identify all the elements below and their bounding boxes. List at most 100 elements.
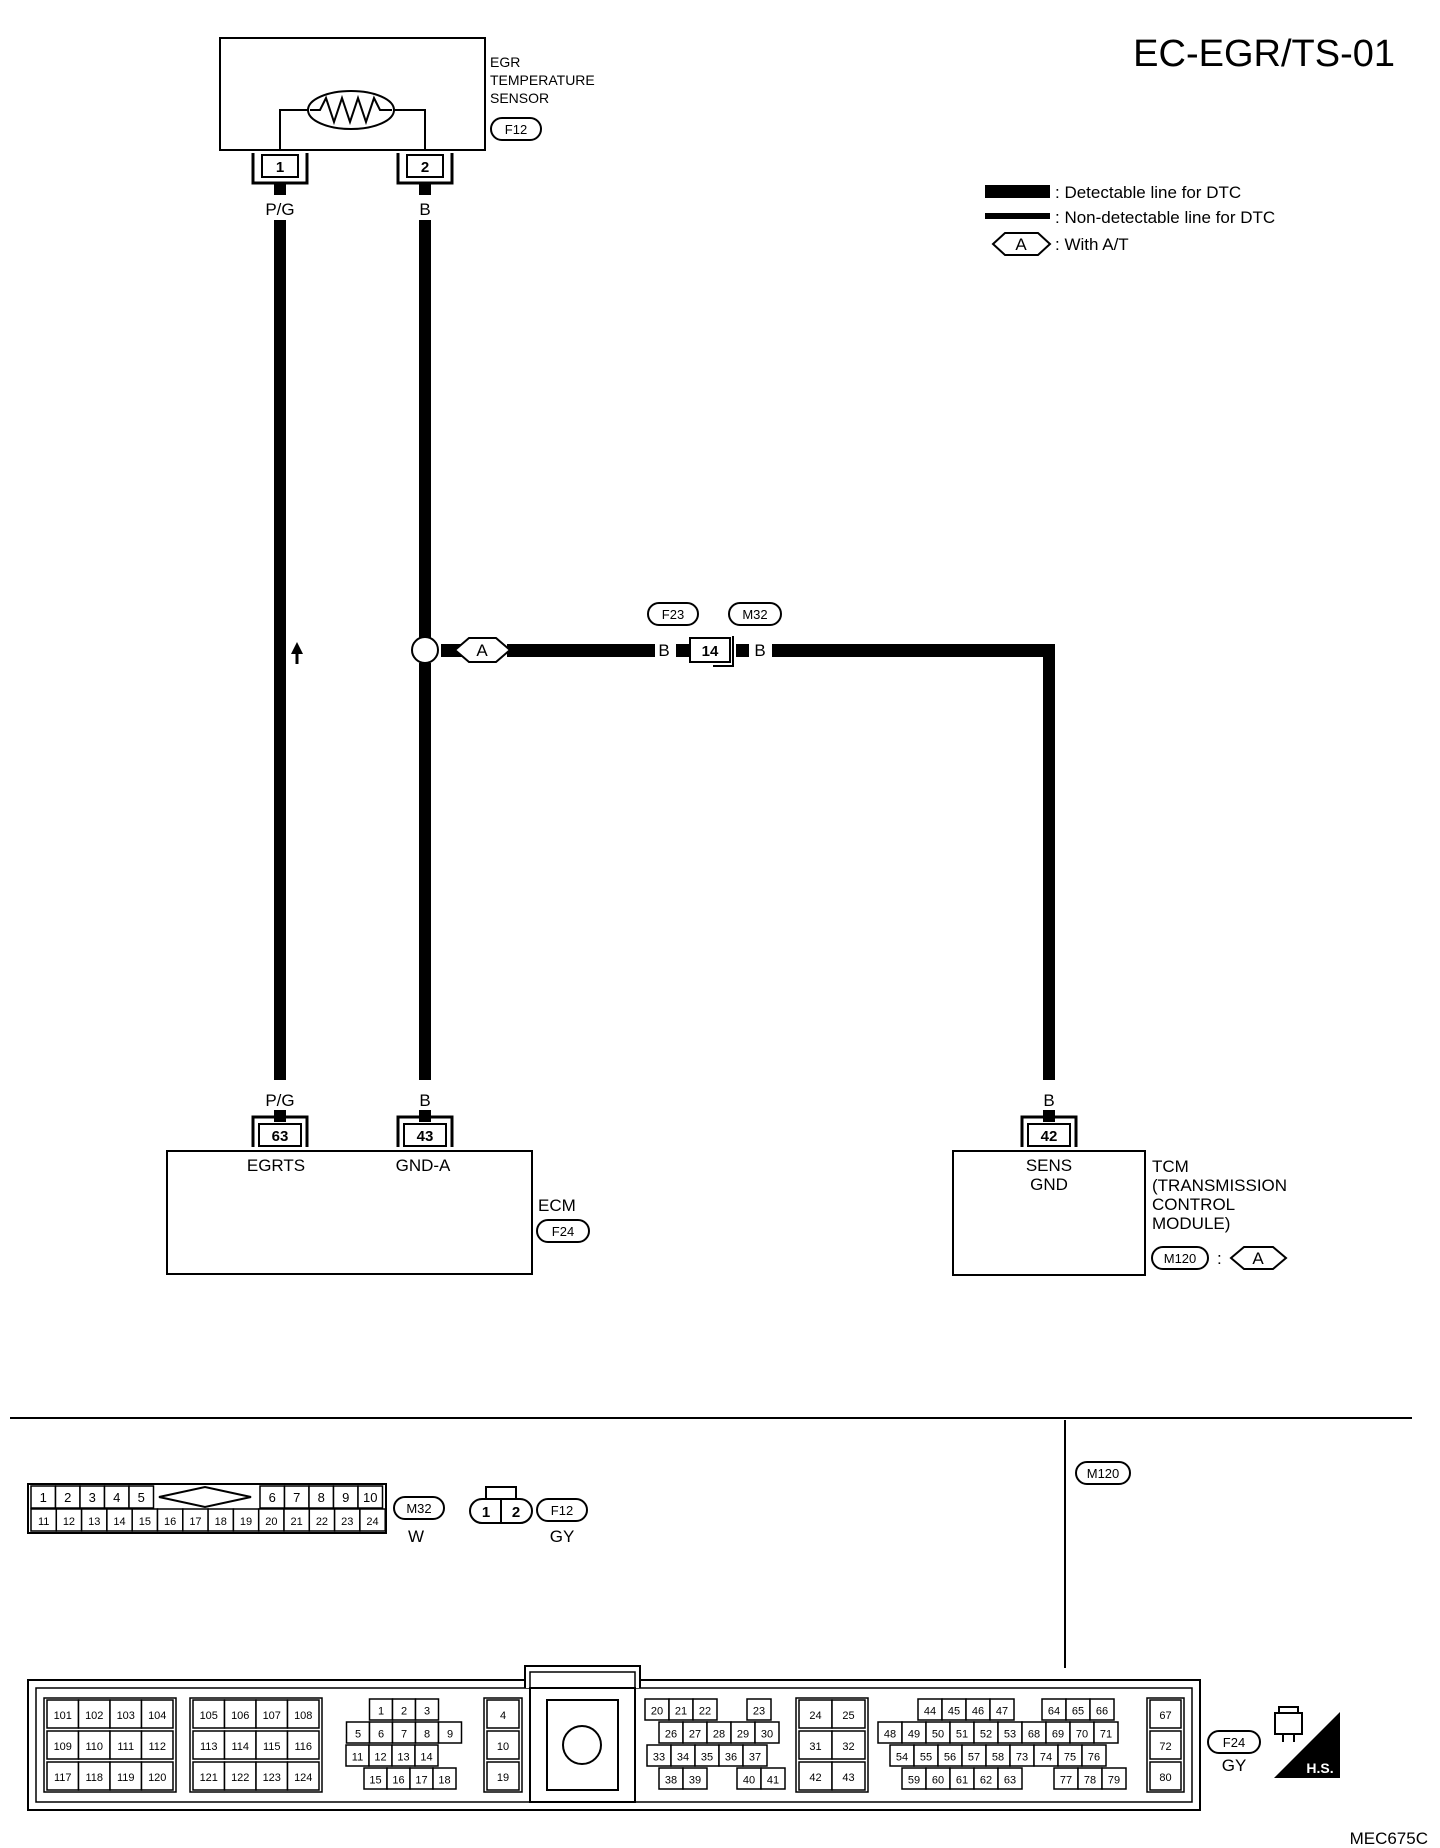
connector-pin-cell: 72 — [1149, 1730, 1182, 1760]
connector-pin-number: 16 — [392, 1775, 404, 1787]
connector-pin-cell: 113 — [192, 1730, 226, 1760]
connector-pin-cell: 76 — [1081, 1744, 1107, 1767]
connector-tag-f23-label: F23 — [662, 607, 684, 622]
connector-pin-cell: 104 — [140, 1699, 174, 1729]
connector-pin-cell: 112 — [140, 1730, 174, 1760]
connector-pin-number: 9 — [342, 1490, 349, 1505]
connector-pin-number: 11 — [352, 1752, 363, 1764]
connector-pin-number: 17 — [189, 1516, 201, 1528]
page-title: EC-EGR/TS-01 — [1133, 33, 1395, 75]
connector-pin-number: 29 — [737, 1729, 749, 1741]
connector-pin-cell: 34 — [670, 1744, 696, 1767]
connector-pin-cell: 11 — [345, 1744, 370, 1767]
connector-pin-number: 121 — [200, 1772, 218, 1784]
egr-sensor-pin-1-label: 1 — [276, 159, 284, 176]
connector-pin-cell: 118 — [77, 1761, 111, 1791]
hs-badge-label: H.S. — [1306, 1760, 1333, 1776]
connector-pin-number: 3 — [424, 1706, 430, 1718]
connector-plug-icon — [1274, 1712, 1303, 1735]
connector-pin-cell: 119 — [109, 1761, 143, 1791]
connector-pin-cell: 27 — [682, 1721, 708, 1744]
tcm-pin-label-2: GND — [1030, 1175, 1068, 1194]
legend-non-detectable-text: : Non-detectable line for DTC — [1055, 208, 1275, 227]
connector-pin-cell: 54 — [889, 1744, 915, 1767]
connector-pin-cell: 40 — [736, 1767, 762, 1790]
connector-pin-cell: 30 — [754, 1721, 780, 1744]
connector-pin-number: 10 — [363, 1490, 377, 1505]
branch-option-tag — [453, 637, 512, 663]
connector-pin-number: 79 — [1108, 1775, 1120, 1787]
legend-with-at-text: : With A/T — [1055, 235, 1129, 254]
ecm-pin-43 — [403, 1123, 447, 1147]
connector-pin-number: 59 — [908, 1775, 920, 1787]
connector-pin-cell: 102 — [77, 1699, 111, 1729]
connector-pin-number: 53 — [1004, 1729, 1016, 1741]
connector-pin-cell: 4 — [103, 1485, 130, 1509]
connector-pin-number: 25 — [842, 1710, 854, 1722]
connector-pin-cell: 20 — [257, 1508, 285, 1532]
connector-pin-number: 28 — [713, 1729, 725, 1741]
connector-pin-number: 2 — [401, 1706, 407, 1718]
f24-connector-tag — [1207, 1730, 1261, 1754]
wire-b-branch — [507, 644, 655, 657]
connector-pin-cell: 51 — [949, 1721, 975, 1744]
connector-pin-number: 54 — [896, 1752, 908, 1764]
connector-pin-cell: 14 — [414, 1744, 439, 1767]
connector-pin-cell: 50 — [925, 1721, 951, 1744]
f12-connector-tag-label: F12 — [551, 1503, 573, 1518]
connector-pin-number: 65 — [1072, 1706, 1084, 1718]
connector-pin-cell: 41 — [760, 1767, 786, 1790]
connector-pin-cell: 39 — [682, 1767, 708, 1790]
connector-pin-cell: 79 — [1101, 1767, 1127, 1790]
connector-pin-cell: 43 — [831, 1761, 866, 1791]
connector-pin-cell: 106 — [223, 1699, 257, 1729]
connector-pin-number: 22 — [316, 1516, 328, 1528]
connector-pin-number: 123 — [263, 1772, 281, 1784]
tcm-connector-label: M120 — [1164, 1251, 1197, 1266]
connector-pin-number: 13 — [88, 1516, 100, 1528]
connector-pin-cell: 49 — [901, 1721, 927, 1744]
connector-pin-cell: 2 — [54, 1485, 81, 1509]
connector-pin-cell: 8 — [308, 1485, 335, 1509]
connector-pin-number: 21 — [675, 1706, 687, 1718]
connector-pin-number: 41 — [767, 1775, 779, 1787]
connector-pin-number: 15 — [139, 1516, 151, 1528]
connector-pin-cell: 20 — [644, 1698, 670, 1721]
connector-pin-number: 31 — [809, 1741, 821, 1753]
connector-pin-cell: 23 — [333, 1508, 361, 1532]
connector-pin-number: 44 — [924, 1706, 936, 1718]
connector-pin-number: 20 — [651, 1706, 663, 1718]
connector-pin-number: 67 — [1159, 1710, 1171, 1722]
connector-pin-number: 61 — [956, 1775, 968, 1787]
connector-pin-cell: 68 — [1021, 1721, 1047, 1744]
connector-pin-number: 8 — [318, 1490, 325, 1505]
wires — [274, 220, 1055, 1080]
f12-connector-tag — [536, 1498, 588, 1522]
connector-pin-cell: 44 — [917, 1698, 943, 1721]
connector-pin-number: 1 — [378, 1706, 384, 1718]
connector-pin-number: 74 — [1040, 1752, 1052, 1764]
connector-pin-cell: 70 — [1069, 1721, 1095, 1744]
connector-pin-number: 45 — [948, 1706, 960, 1718]
connector-pin-cell: 8 — [414, 1721, 440, 1744]
connector-pin-cell: 21 — [668, 1698, 694, 1721]
m32-color: W — [408, 1527, 424, 1546]
connector-tag-m32-label: M32 — [742, 607, 767, 622]
tcm-option-sep: : — [1217, 1249, 1222, 1268]
connector-pin-number: 22 — [699, 1706, 711, 1718]
egr-sensor-name-1: EGR — [490, 54, 520, 70]
egr-sensor-name-3: SENSOR — [490, 90, 549, 106]
tcm-option-tag-label: A — [1252, 1249, 1264, 1268]
connector-pin-number: 20 — [265, 1516, 277, 1528]
splice-point — [411, 636, 439, 664]
connector-pin-number: 5 — [138, 1490, 145, 1505]
connector-pin-cell: 35 — [694, 1744, 720, 1767]
connector-tag-m120-label: M120 — [1087, 1466, 1120, 1481]
connector-pin-cell: 13 — [391, 1744, 416, 1767]
junction-wire-left-color: B — [658, 641, 669, 660]
connector-pin-number: 23 — [753, 1706, 765, 1718]
connector-pin-cell: 36 — [718, 1744, 744, 1767]
connector-pin-number: 80 — [1159, 1772, 1171, 1784]
